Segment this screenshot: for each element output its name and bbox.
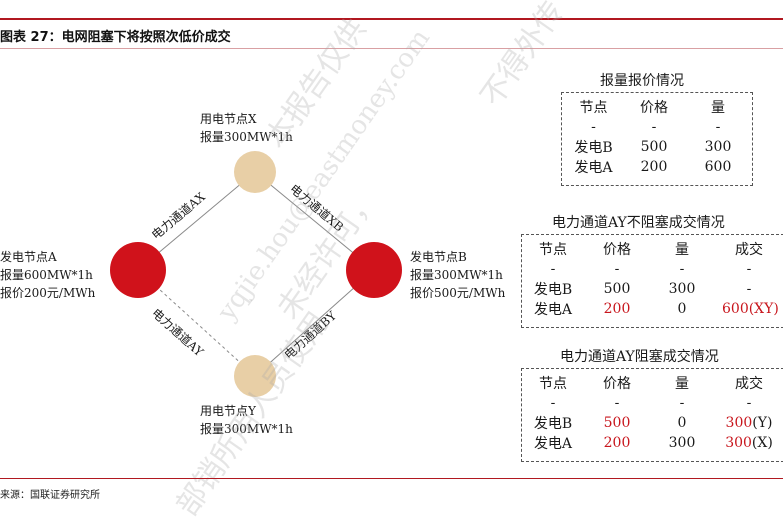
table-cell: 300(Y): [714, 413, 783, 433]
congestion-table: 节点 价格 量 成交 - - - - 发电B 500 0 300(Y) 发电A …: [522, 373, 783, 453]
table-cell: 300: [704, 139, 732, 155]
node-b-circle: [346, 242, 402, 298]
table-cell: -: [715, 119, 721, 135]
node-b-price: 报价500元/MWh: [410, 286, 506, 300]
node-x-label: 用电节点X 报量300MW*1h: [200, 110, 293, 146]
node-y-circle: [234, 355, 276, 397]
deal-volume: 300: [725, 435, 752, 451]
node-a-label: 发电节点A 报量600MW*1h 报价200元/MWh: [0, 248, 95, 302]
table-cell: -: [614, 261, 620, 277]
table-cell: -: [746, 281, 752, 297]
node-b-label: 发电节点B 报量300MW*1h 报价500元/MWh: [410, 248, 505, 302]
header-cell: 节点: [539, 376, 567, 392]
table-cell: -: [679, 395, 685, 411]
title-rule: [0, 48, 783, 49]
no-congestion-table: 节点 价格 量 成交 - - - - 发电B 500 300 - 发电A 200…: [522, 239, 783, 319]
table-cell: 200: [640, 159, 668, 175]
table-cell: 发电A: [574, 160, 613, 176]
table-cell: 发电B: [533, 416, 573, 432]
header-cell: 成交: [735, 376, 763, 392]
table-row: 发电B 500 300: [566, 137, 749, 157]
node-y-quantity: 报量300MW*1h: [200, 422, 293, 436]
header-cell: 成交: [735, 242, 763, 258]
figure-title: 图表 27：电网阻塞下将按照次低价成交: [0, 30, 231, 45]
header-cell: 价格: [640, 100, 668, 116]
table-cell: 发电B: [574, 140, 613, 156]
no-congestion-table-box: 节点 价格 量 成交 - - - - 发电B 500 300 - 发电A 200…: [521, 234, 783, 328]
node-a-price: 报价200元/MWh: [0, 286, 96, 300]
table-cell: -: [591, 119, 596, 135]
bottom-rule: [0, 478, 783, 479]
table-cell: -: [550, 395, 556, 411]
table-cell: 500: [640, 139, 668, 155]
table-row: - - - -: [522, 393, 783, 413]
node-x-name: 用电节点X: [200, 112, 257, 126]
quote-table-title: 报量报价情况: [600, 73, 684, 89]
node-x-quantity: 报量300MW*1h: [200, 130, 293, 144]
table-cell: 300: [668, 435, 696, 451]
figure-source: 来源：国联证券研究所: [0, 490, 100, 501]
table-cell: 0: [677, 301, 687, 317]
deal-target: (Y): [752, 415, 773, 431]
deal-target: (X): [751, 435, 773, 451]
header-cell: 节点: [539, 242, 567, 258]
table-cell: 200: [603, 435, 631, 451]
header-cell: 节点: [579, 100, 608, 116]
node-y-label: 用电节点Y 报量300MW*1h: [200, 402, 293, 438]
table-cell: 发电A: [533, 302, 573, 318]
node-a-name: 发电节点A: [0, 250, 57, 264]
header-cell: 量: [675, 376, 689, 392]
no-congestion-table-title: 电力通道AY不阻塞成交情况: [552, 215, 725, 231]
node-b-quantity: 报量300MW*1h: [410, 268, 503, 282]
table-row: 发电A 200 300 300(X): [522, 433, 783, 453]
network-diagram: 电力通道AX 电力通道XB 电力通道AY 电力通道BY: [110, 151, 402, 397]
table-cell: -: [651, 119, 657, 135]
table-row: 发电B 500 300 -: [522, 279, 783, 299]
congestion-table-box: 节点 价格 量 成交 - - - - 发电B 500 0 300(Y) 发电A …: [521, 368, 783, 462]
node-b-name: 发电节点B: [410, 250, 467, 264]
table-cell: 600: [704, 159, 732, 175]
table-header-row: 节点 价格 量: [566, 97, 749, 117]
table-cell: 300(X): [714, 433, 783, 453]
channel-ax-label: 电力通道AX: [149, 189, 208, 242]
table-cell: 600(XY): [722, 301, 779, 317]
congestion-table-title: 电力通道AY阻塞成交情况: [560, 349, 719, 365]
header-cell: 量: [711, 100, 725, 116]
table-cell: 发电A: [533, 436, 573, 452]
node-x-circle: [234, 151, 276, 193]
table-cell: -: [746, 395, 752, 411]
node-a-circle: [110, 242, 166, 298]
header-cell: 价格: [603, 376, 631, 392]
table-header-row: 节点 价格 量 成交: [522, 373, 783, 393]
channel-ay-label: 电力通道AY: [149, 306, 207, 360]
table-cell: -: [746, 261, 752, 277]
deal-volume: 300: [725, 415, 753, 431]
quote-table: 节点 价格 量 - - - 发电B 500 300 发电A 200 600: [566, 97, 749, 177]
table-cell: 0: [677, 415, 687, 431]
table-cell: 500: [603, 281, 631, 297]
table-row: - - - -: [522, 259, 783, 279]
table-cell: 发电B: [533, 282, 573, 298]
quote-table-box: 节点 价格 量 - - - 发电B 500 300 发电A 200 600: [561, 92, 753, 186]
table-cell: -: [614, 395, 620, 411]
header-cell: 价格: [603, 242, 631, 258]
node-a-quantity: 报量600MW*1h: [0, 268, 93, 282]
node-y-name: 用电节点Y: [200, 404, 256, 418]
table-row: 发电B 500 0 300(Y): [522, 413, 783, 433]
table-row: 发电A 200 0 600(XY): [522, 299, 783, 319]
table-row: 发电A 200 600: [566, 157, 749, 177]
header-cell: 量: [675, 242, 689, 258]
table-cell: 300: [668, 281, 696, 297]
table-cell: -: [679, 261, 685, 277]
table-cell: -: [550, 261, 556, 277]
top-rule: [0, 18, 783, 20]
table-row: - - -: [566, 117, 749, 137]
table-cell: 200: [603, 301, 631, 317]
table-cell: 500: [603, 415, 631, 431]
table-header-row: 节点 价格 量 成交: [522, 239, 783, 259]
